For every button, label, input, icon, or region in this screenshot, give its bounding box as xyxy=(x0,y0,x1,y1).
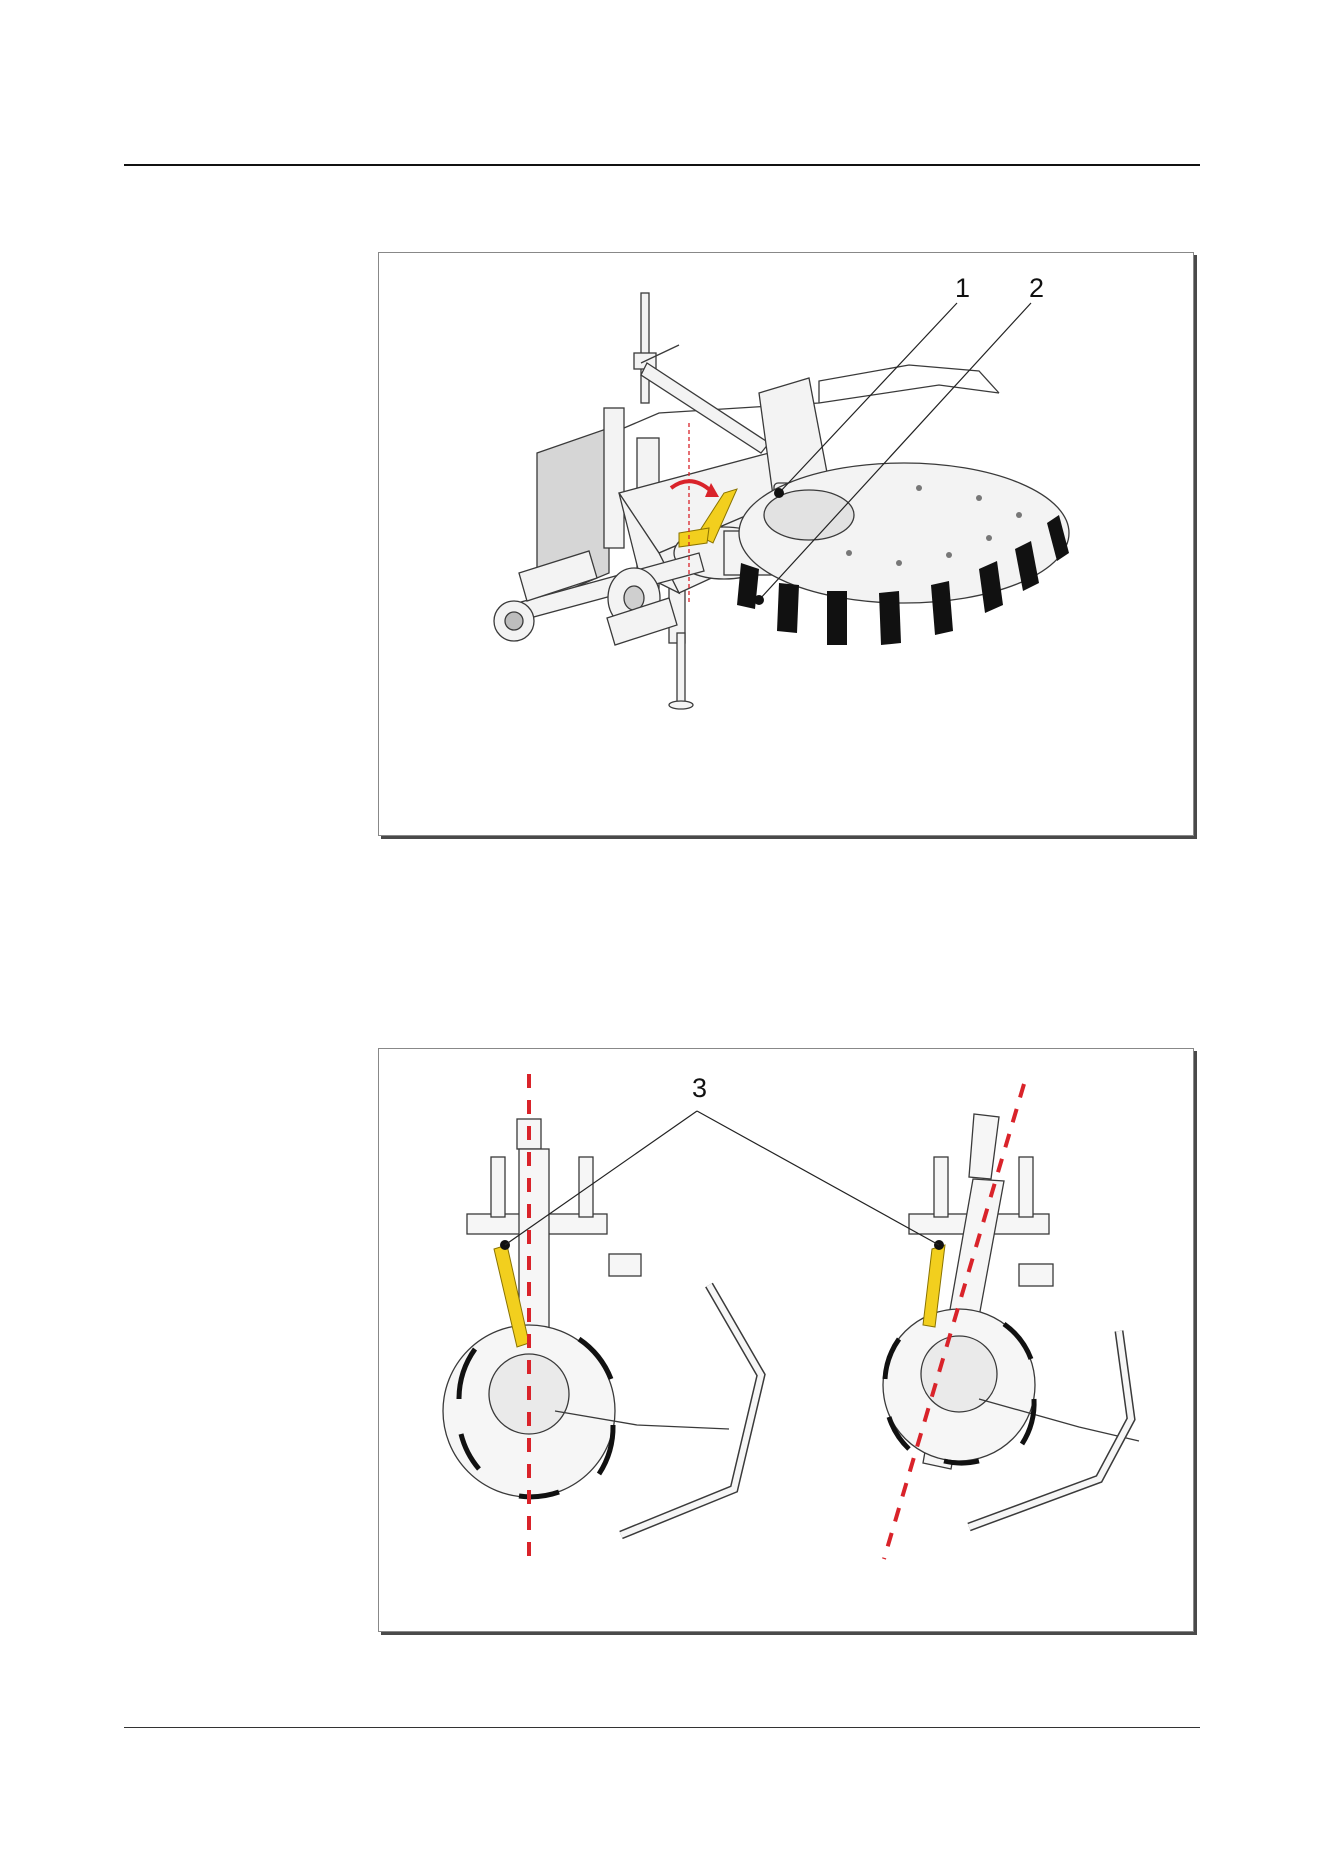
callout-1: 1 xyxy=(955,275,970,302)
figure-machine-isometric: 1 2 xyxy=(378,252,1194,836)
right-view xyxy=(883,1114,1139,1527)
top-views-drawing xyxy=(379,1049,1193,1631)
header-rule xyxy=(124,164,1200,166)
callout-2: 2 xyxy=(1029,275,1044,302)
callout-3: 3 xyxy=(692,1075,707,1102)
footer-rule xyxy=(124,1727,1200,1728)
machine-isometric-drawing xyxy=(379,253,1193,835)
figure-top-views: 3 xyxy=(378,1048,1194,1632)
